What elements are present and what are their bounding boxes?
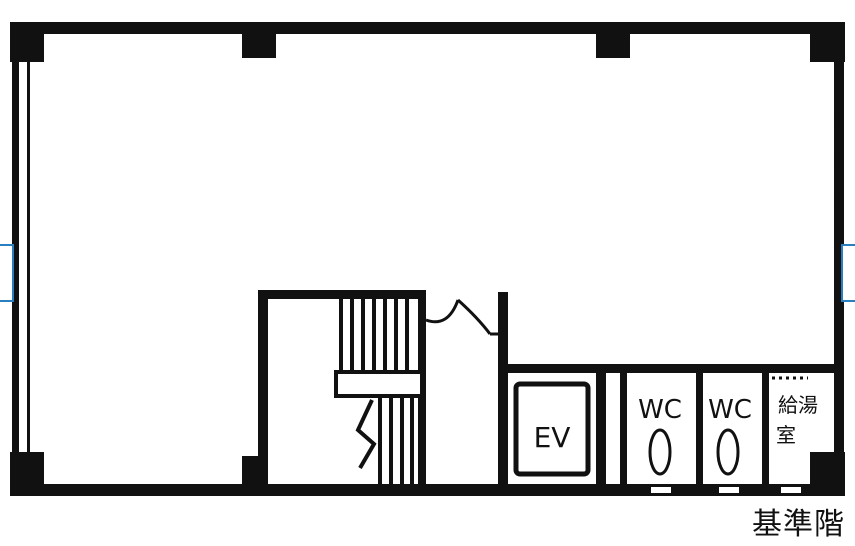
elevator-shaft bbox=[513, 381, 591, 477]
wc-right-label: WC bbox=[708, 395, 752, 425]
toilet-right-icon bbox=[716, 428, 740, 476]
chevron-right-icon[interactable] bbox=[841, 244, 855, 302]
wc-right-door bbox=[717, 485, 741, 495]
toilet-left-icon bbox=[648, 428, 672, 476]
floor-name-label: 基準階 bbox=[752, 507, 845, 542]
window-markers bbox=[834, 113, 844, 207]
elevator-label: EV bbox=[534, 421, 571, 454]
stair-break-line bbox=[355, 399, 377, 470]
stair-steps bbox=[339, 299, 414, 484]
door-swing bbox=[425, 298, 498, 336]
wc-left-label: WC bbox=[638, 395, 682, 425]
kitchenette-label-line2: 室 bbox=[776, 423, 796, 447]
core-walls bbox=[498, 292, 834, 496]
kitchenette-label-line1: 給湯 bbox=[778, 393, 818, 417]
kitchenette-door bbox=[779, 485, 803, 495]
wc-left-door bbox=[649, 485, 673, 495]
chevron-left-icon[interactable] bbox=[0, 244, 14, 302]
structural-columns bbox=[10, 22, 845, 496]
outer-walls bbox=[10, 22, 845, 496]
stair-landing bbox=[334, 370, 424, 398]
